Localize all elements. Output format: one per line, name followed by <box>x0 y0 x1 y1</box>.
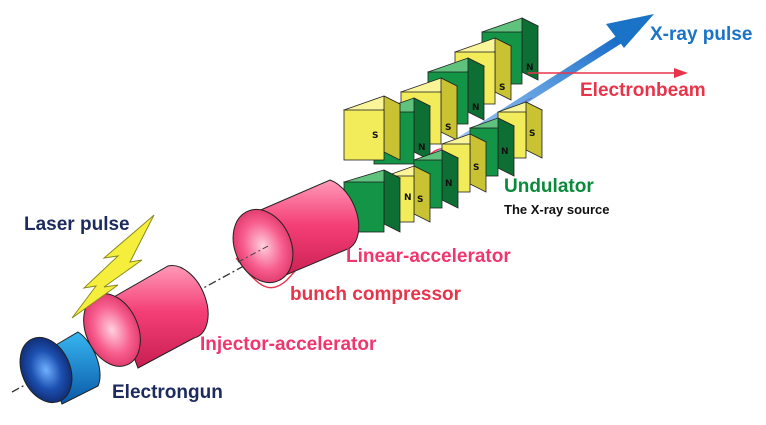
magnet-letter: N <box>472 103 480 113</box>
magnet-letter: S <box>417 195 423 205</box>
magnet-letter: S <box>529 129 535 139</box>
bunch-compressor-label: bunch compressor <box>290 284 462 305</box>
xray-pulse-label: X-ray pulse <box>650 24 753 45</box>
xray-source-label: The X-ray source <box>504 202 610 217</box>
magnet-letter: N <box>501 147 509 157</box>
injector-accelerator-label: Injector-accelerator <box>200 334 377 355</box>
magnet-letter: N <box>445 179 453 189</box>
linear-accelerator <box>232 179 360 284</box>
electrongun-label: Electrongun <box>112 382 223 403</box>
magnet-back-6 <box>342 95 402 161</box>
laser-pulse-bolt <box>71 214 155 319</box>
magnet-letter: S <box>473 163 479 173</box>
undulator-label: Undulator <box>504 176 594 197</box>
magnet-letter: S <box>372 131 378 141</box>
magnet-letter: N <box>526 63 534 73</box>
magnet-letter: N <box>404 193 412 203</box>
electronbeam-arrowhead <box>674 68 688 78</box>
laser-pulse-label: Laser pulse <box>24 214 130 235</box>
xray-arrowhead <box>606 14 654 48</box>
undulator-back-row <box>342 17 540 165</box>
electronbeam-label: Electronbeam <box>580 80 706 101</box>
magnet-letter: S <box>445 123 451 133</box>
injector-accelerator <box>83 265 209 369</box>
magnet-letter: S <box>499 83 505 93</box>
magnet-letter: N <box>418 143 426 153</box>
linear-accelerator-label: Linear-accelerator <box>346 246 511 267</box>
electrongun-body <box>19 331 101 405</box>
